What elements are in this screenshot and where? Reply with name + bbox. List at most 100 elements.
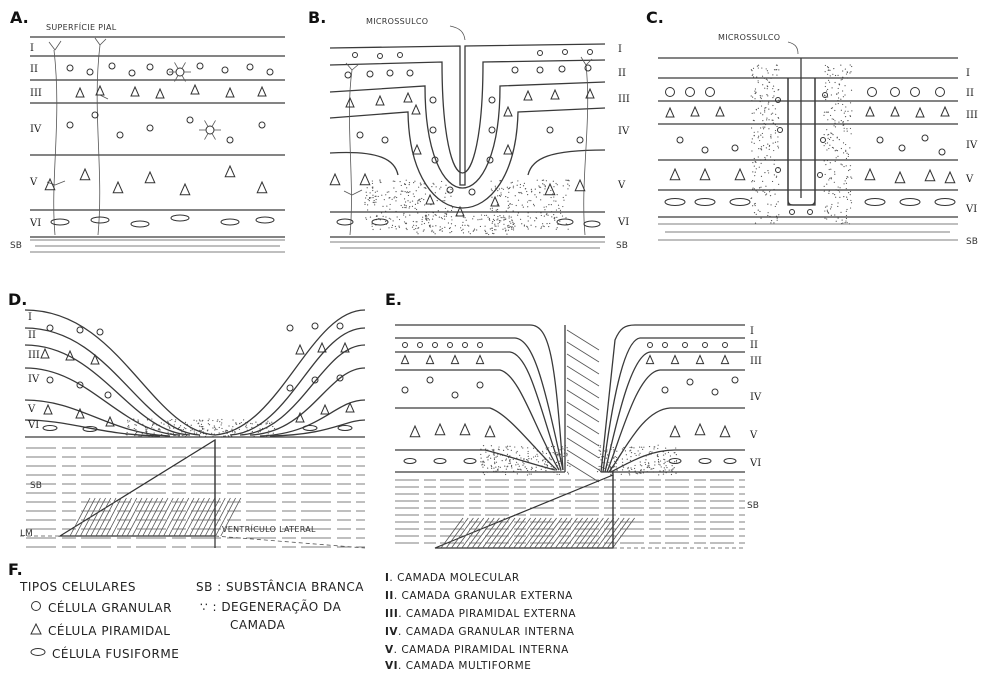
fusiform-cell (584, 221, 600, 227)
panel-d-lm: LM (20, 529, 33, 539)
granular-cell (87, 69, 93, 75)
granular-cell (427, 377, 433, 383)
granular-cell (512, 67, 518, 73)
legend-degeneration-text-1: DEGENERAÇÃO DA (221, 600, 341, 614)
layer-6-text: CAMADA MULTIFORME (406, 660, 532, 672)
pyramidal-cell (226, 88, 234, 97)
fusiform-cell (900, 199, 920, 206)
granular-cell (312, 323, 318, 329)
pyramidal-cell (646, 356, 653, 364)
granular-cell (109, 63, 115, 69)
layer-3-text: CAMADA PIRAMIDAL EXTERNA (406, 608, 576, 620)
pyramidal-cell (80, 169, 90, 180)
granular-cell (407, 70, 413, 76)
pyramidal-cell (460, 424, 470, 435)
pyramidal-cell (257, 182, 267, 193)
pyramidal-cell (895, 172, 905, 183)
pyramidal-cell (376, 96, 384, 105)
fusiform-cell (724, 459, 736, 464)
svg-text:IV: IV (618, 126, 630, 137)
granular-cell (677, 137, 683, 143)
svg-text:II: II (966, 88, 974, 99)
legend-degeneration-text-2: CAMADA (230, 618, 285, 632)
pyramidal-cell (91, 355, 99, 364)
pyramidal-cell (485, 426, 495, 437)
cell-types-title: TIPOS CELULARES (20, 580, 136, 594)
granular-cell (287, 325, 293, 331)
granular-cell (712, 389, 718, 395)
pyramidal-cell (413, 145, 421, 154)
granular-cell (662, 387, 668, 393)
ellipse-icon (30, 646, 46, 658)
granular-cell (345, 72, 351, 78)
granular-cell (382, 137, 388, 143)
layer-1-num: I (385, 572, 389, 584)
pyramidal-cell (891, 107, 899, 116)
granular-cell (489, 97, 495, 103)
granular-cell (287, 385, 293, 391)
pyramidal-cell (721, 356, 728, 364)
fusiform-cell (699, 459, 711, 464)
panel-f-label: F. (8, 560, 23, 579)
granular-cell (430, 127, 436, 133)
granular-cell (147, 125, 153, 131)
svg-text:VI: VI (965, 204, 977, 215)
legend-layer-6: VI. CAMADA MULTIFORME (385, 660, 531, 672)
panel-c-diagram: MICROSSULCO I II III IV V VI SB (640, 0, 983, 262)
granular-cell (588, 50, 593, 55)
granular-cell (452, 392, 458, 398)
pyramidal-cell (401, 356, 408, 364)
fusiform-cell (695, 199, 715, 206)
legend: F. TIPOS CELULARES CÉLULA GRANULAR CÉLUL… (0, 560, 983, 675)
pyramidal-cell (330, 174, 340, 185)
pyramidal-cell (225, 166, 235, 177)
pyramidal-cell (670, 426, 680, 437)
pyramidal-cell (321, 405, 329, 414)
granular-cell (367, 71, 373, 77)
granular-cell (337, 323, 343, 329)
legend-fusiform-text: CÉLULA FUSIFORME (52, 647, 179, 661)
svg-text:III: III (28, 350, 40, 361)
pyramidal-cell (156, 89, 164, 98)
pyramidal-cell (426, 356, 433, 364)
fusiform-cell (935, 199, 955, 206)
granular-cell (67, 65, 73, 71)
granular-cell (187, 117, 193, 123)
pyramidal-cell (41, 349, 49, 358)
svg-text:II: II (618, 68, 626, 79)
pyramidal-cell (412, 105, 420, 114)
legend-layer-2: II. CAMADA GRANULAR EXTERNA (385, 590, 573, 602)
fusiform-cell (730, 199, 750, 206)
pyramidal-cell (925, 170, 935, 181)
svg-text:II: II (28, 330, 36, 341)
fusiform-cell (256, 217, 274, 223)
granular-cell (227, 137, 233, 143)
granular-cell (267, 69, 273, 75)
granular-cell (686, 88, 695, 97)
granular-cell (821, 138, 826, 143)
granular-cell (936, 88, 945, 97)
granular-cell (559, 66, 565, 72)
svg-text:III: III (750, 356, 762, 367)
panel-d-sb: SB (30, 481, 42, 491)
fusiform-cell (338, 426, 352, 431)
layer-2-text: CAMADA GRANULAR EXTERNA (402, 590, 573, 602)
pyramidal-cell (258, 87, 266, 96)
granular-cell (808, 210, 813, 215)
pyramidal-cell (866, 107, 874, 116)
panel-b-diagram: MICROSSULCO I II III IV V VI SB (300, 0, 640, 262)
pyramidal-cell (551, 90, 559, 99)
svg-text:VI: VI (27, 420, 39, 431)
svg-text:IV: IV (30, 124, 42, 135)
layer-4-num: IV (385, 626, 398, 638)
fusiform-cell (221, 219, 239, 225)
pyramidal-cell (696, 356, 703, 364)
granular-cell (723, 343, 728, 348)
granular-cell (463, 343, 468, 348)
granular-cell (77, 327, 83, 333)
granular-cell (877, 137, 883, 143)
pyramidal-cell (451, 356, 458, 364)
pyramidal-cell (716, 107, 724, 116)
fusiform-cell (557, 219, 573, 225)
svg-text:II: II (30, 64, 38, 75)
